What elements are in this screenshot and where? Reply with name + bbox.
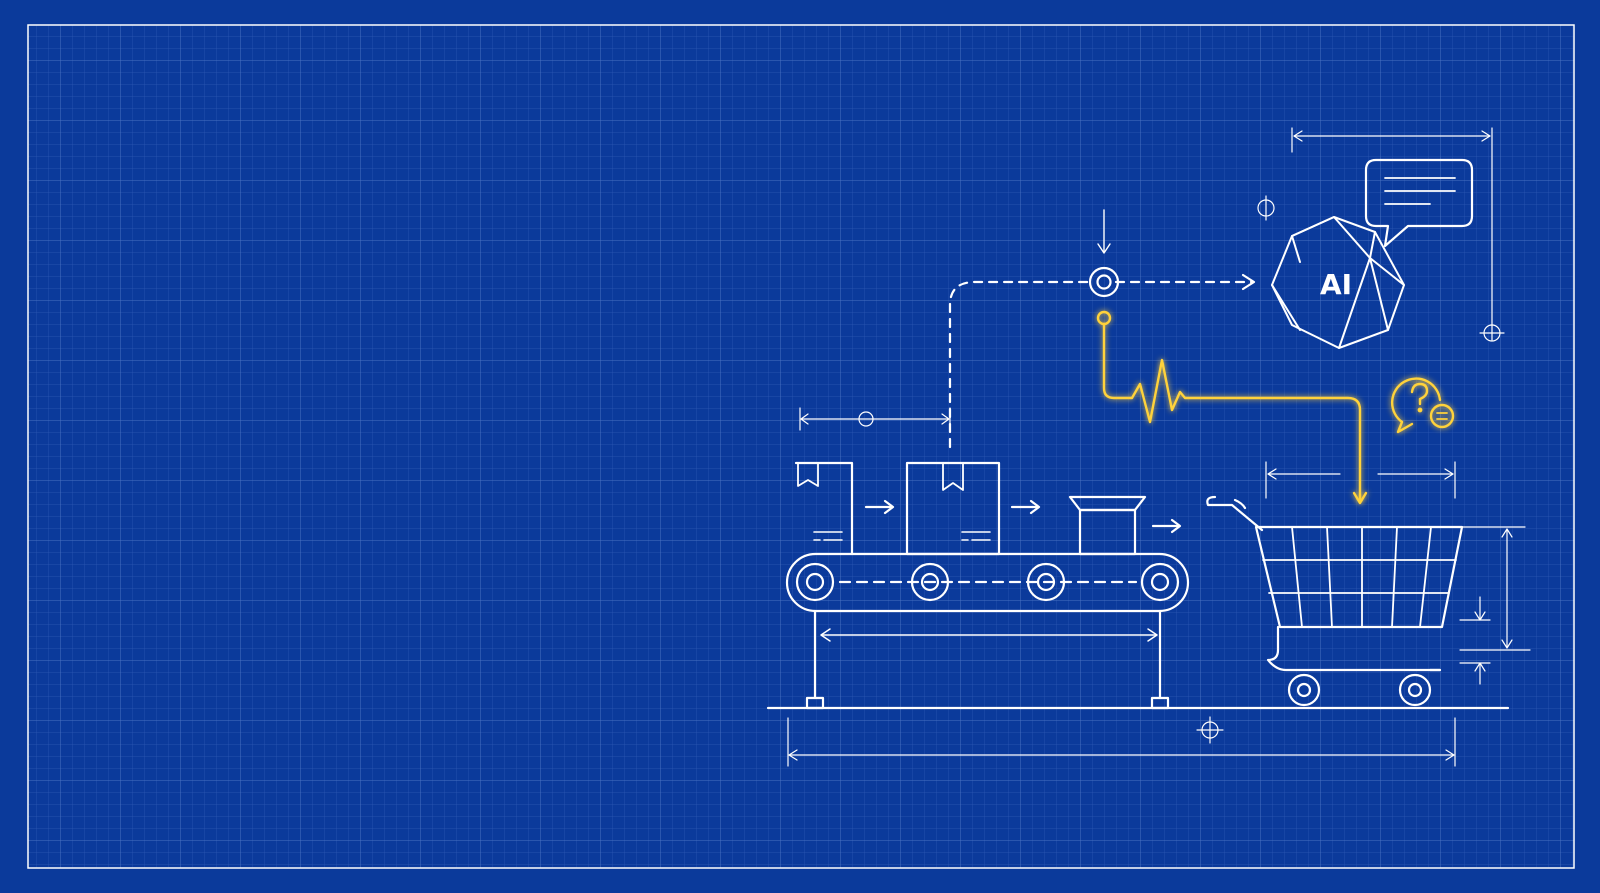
target-node-icon	[858, 411, 874, 427]
heartbeat-pulse-icon	[1102, 322, 1362, 502]
dashed-flow-line	[948, 280, 1094, 449]
conveyor-belt-icon	[785, 552, 1190, 710]
ai-polyhedron-icon	[1271, 216, 1405, 349]
chat-bubble-icon	[1364, 158, 1474, 248]
dimension-cart-right	[1459, 526, 1531, 685]
package-box-icon	[1068, 495, 1147, 556]
dimension-top-left	[799, 407, 951, 431]
arrow-right-3	[1151, 518, 1182, 534]
package-box-icon	[794, 461, 854, 556]
dimension-ai-top	[1257, 127, 1505, 342]
grid	[28, 25, 1574, 868]
dimension-bottom	[787, 716, 1456, 767]
ai-label: AI	[1320, 268, 1352, 301]
dimension-cart-top	[1265, 461, 1456, 499]
help-chat-icon	[1390, 377, 1455, 434]
arrow-right-1	[864, 499, 895, 515]
shopping-cart-icon	[1206, 495, 1464, 707]
target-node-icon	[1088, 266, 1120, 298]
frame-border	[27, 24, 1575, 869]
arrow-to-cart	[1352, 491, 1368, 505]
arrow-to-ai	[1241, 273, 1256, 291]
arrow-right-2	[1010, 499, 1041, 515]
package-box-icon	[905, 461, 1001, 556]
